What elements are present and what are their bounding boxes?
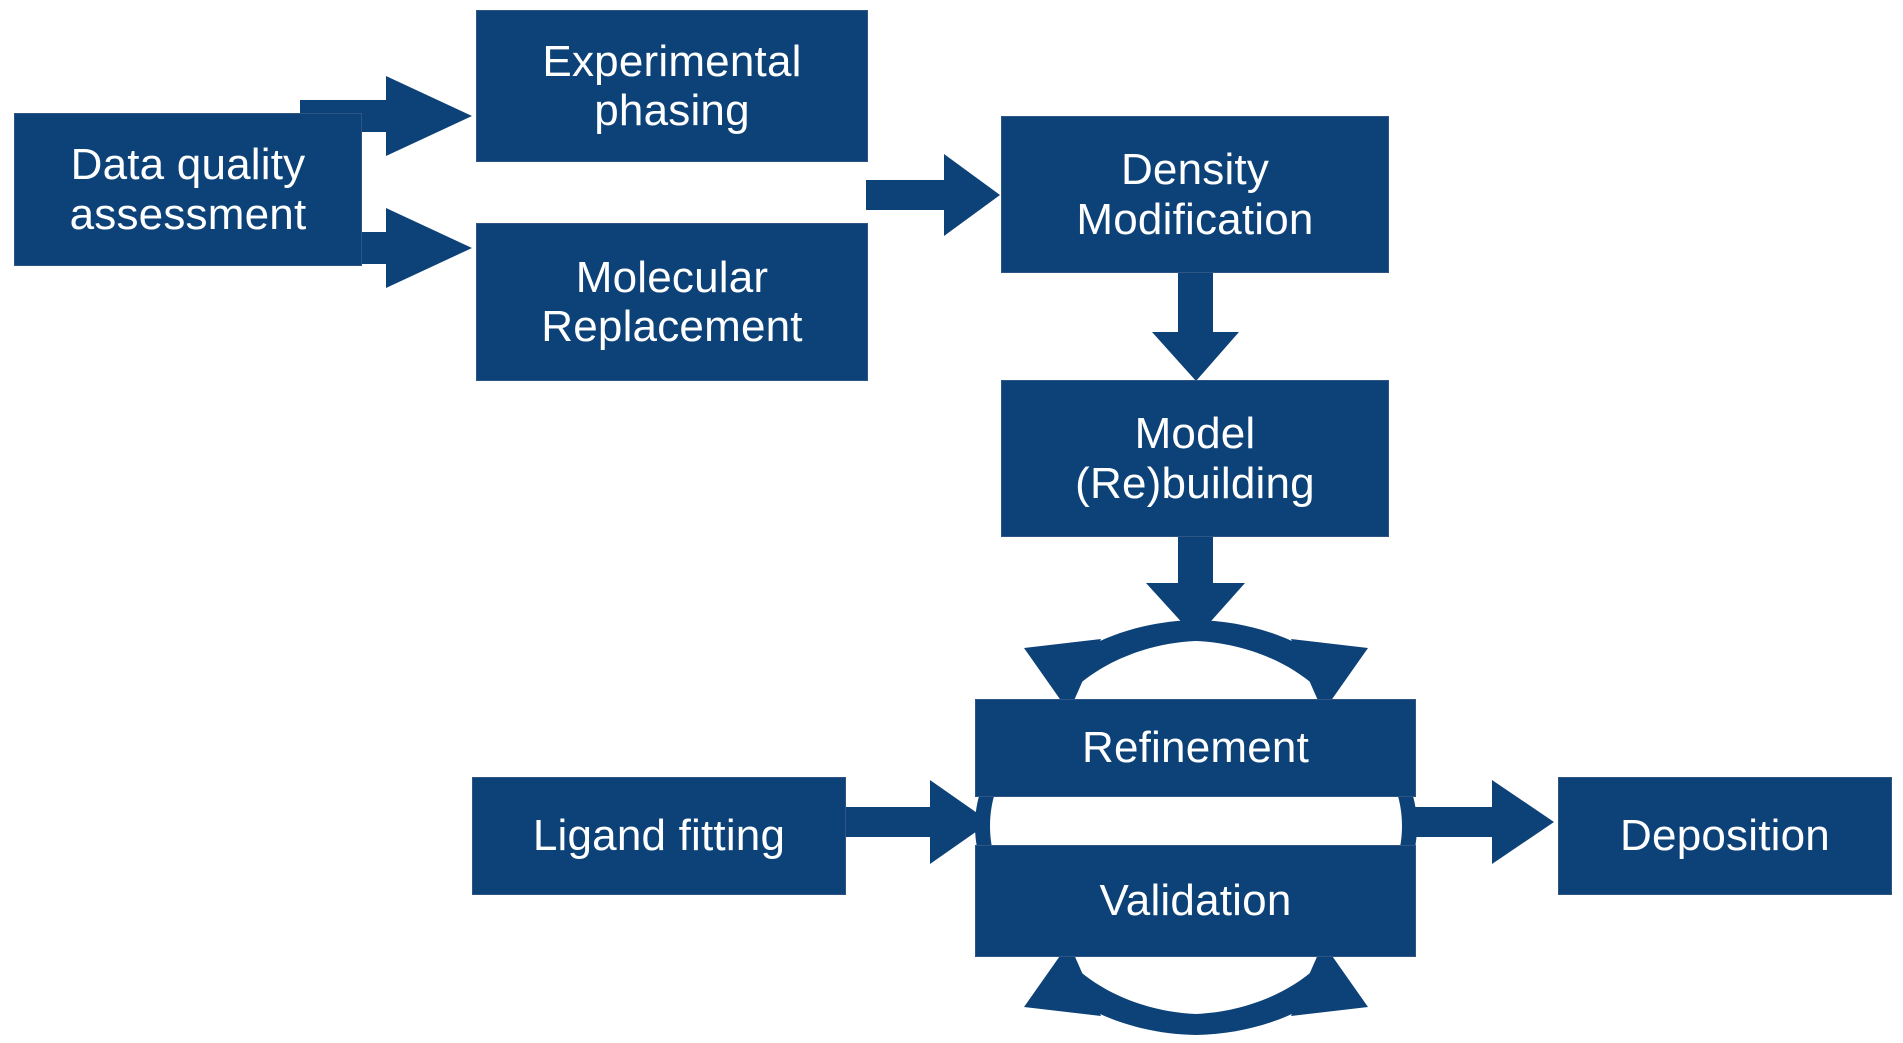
cycle-arc-bottom-right [1196, 968, 1336, 1035]
refinement-validation-cycle-arrows [975, 620, 1417, 1035]
cycle-arrowhead-top-right [1291, 639, 1368, 712]
arrow-dqa-to-molecular-replacement [300, 208, 472, 288]
cycle-arrowhead-top-left [1024, 639, 1101, 712]
arrow-model-rebuilding-to-cycle [1146, 537, 1245, 638]
node-label-refinement: Refinement [1081, 723, 1309, 773]
cycle-arrowhead-bottom-left [1024, 943, 1101, 1016]
cycle-arc-top-right [1196, 620, 1336, 687]
node-molecular-replacement[interactable]: Molecular Replacement [476, 223, 868, 381]
arrow-cycle-to-deposition [1407, 780, 1554, 864]
node-refinement[interactable]: Refinement [975, 699, 1416, 797]
node-density-modification[interactable]: Density Modification [1001, 116, 1389, 273]
node-label-deposition: Deposition [1620, 811, 1830, 861]
node-validation[interactable]: Validation [975, 845, 1416, 957]
arrow-dqa-to-experimental-phasing [300, 76, 472, 156]
cycle-arc-bottom-left [1056, 968, 1196, 1035]
node-label-molecular-replacement: Molecular Replacement [541, 252, 803, 351]
node-ligand-fitting[interactable]: Ligand fitting [472, 777, 846, 895]
node-experimental-phasing[interactable]: Experimental phasing [476, 10, 868, 162]
arrow-density-modification-to-model-rebuilding [1152, 273, 1239, 381]
node-deposition[interactable]: Deposition [1558, 777, 1892, 895]
node-label-ligand-fitting: Ligand fitting [532, 811, 786, 861]
cycle-ring-left-segment [975, 790, 996, 862]
node-label-experimental-phasing: Experimental phasing [542, 36, 802, 135]
node-model-rebuilding[interactable]: Model (Re)building [1001, 380, 1389, 537]
node-label-density-modification: Density Modification [1076, 145, 1314, 244]
node-label-model-rebuilding: Model (Re)building [1075, 409, 1315, 508]
node-data-quality-assessment[interactable]: Data quality assessment [14, 113, 362, 266]
node-label-validation: Validation [1099, 876, 1292, 926]
arrow-ligand-fitting-to-cycle [846, 780, 990, 864]
arrow-phasing-to-density-modification [866, 154, 1000, 236]
node-label-data-quality-assessment: Data quality assessment [69, 140, 307, 239]
cycle-arrowhead-bottom-right [1291, 943, 1368, 1016]
cycle-arc-top-left [1056, 620, 1196, 687]
